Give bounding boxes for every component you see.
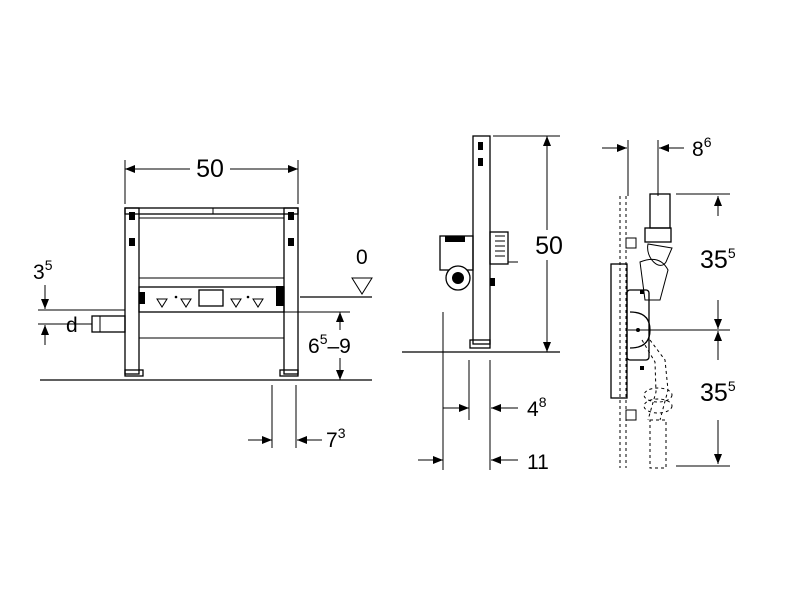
marker-triangle-2 — [180, 298, 192, 308]
marker-triangle-4 — [252, 298, 264, 308]
marker-triangle-3 — [230, 298, 242, 308]
section-upper-dimension: 355 — [700, 245, 736, 274]
front-view: 50 35 d 65–9 0 73 — [33, 155, 373, 452]
side-depth-b-dimension: 11 — [527, 451, 549, 474]
diameter-label: d — [66, 314, 78, 337]
pipe-upper — [649, 193, 671, 229]
section-lower-dimension: 355 — [700, 378, 736, 407]
section-offset-dimension: 86 — [692, 134, 712, 161]
installation-frame — [91, 207, 299, 377]
front-height-offset-dimension: 35 — [33, 257, 53, 284]
level-zero-label: 0 — [356, 246, 368, 269]
frame-column — [472, 135, 491, 345]
front-range-dimension: 65–9 — [308, 331, 351, 358]
side-depth-a-dimension: 48 — [527, 394, 547, 421]
level-triangle — [351, 277, 373, 295]
side-height-dimension: 50 — [535, 232, 563, 260]
front-width-dimension: 50 — [196, 155, 224, 183]
front-depth-dimension: 73 — [326, 425, 346, 452]
inspection-opening — [198, 289, 224, 307]
marker-triangle-1 — [156, 298, 168, 308]
outlet-pipe — [91, 315, 126, 333]
side-view: 50 48 11 — [402, 135, 568, 474]
wall-panel — [610, 263, 628, 399]
section-view: 86 355 — [602, 134, 736, 469]
